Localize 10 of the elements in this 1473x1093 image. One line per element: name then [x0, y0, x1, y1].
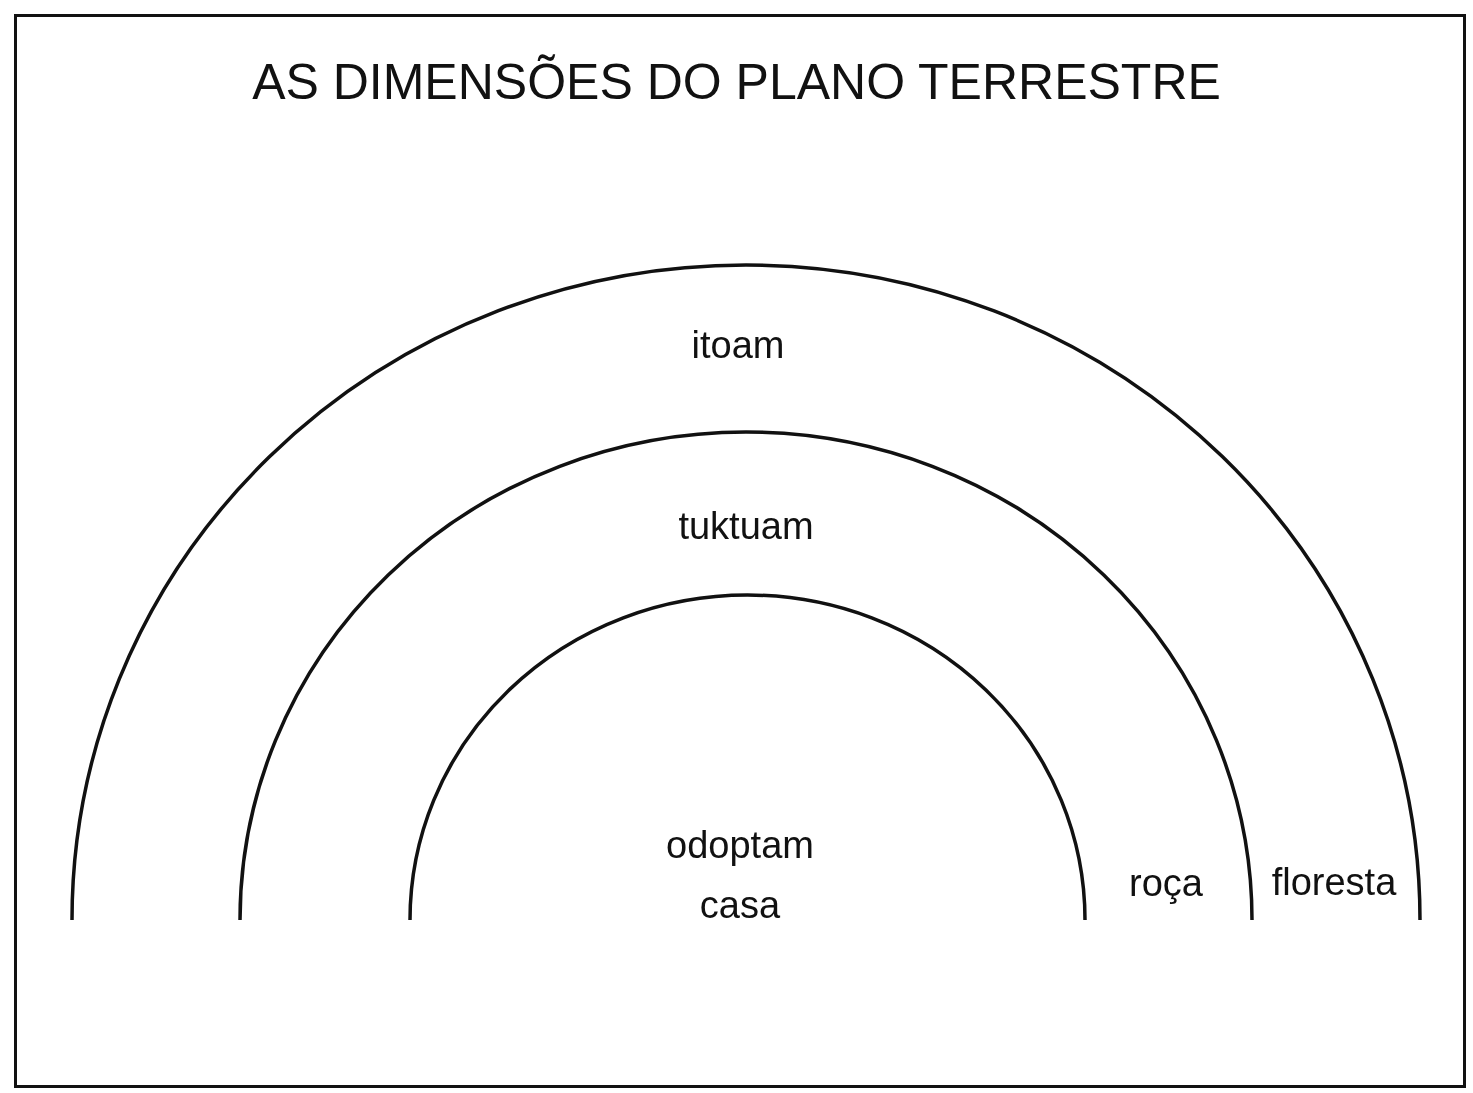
band-label: odoptam [666, 823, 814, 867]
semicircle-band [240, 432, 1252, 920]
title: AS DIMENSÕES DO PLANO TERRESTRE [251, 53, 1222, 112]
band-label: itoam [691, 323, 785, 367]
semicircle-band [410, 595, 1085, 920]
band-label: floresta [1271, 860, 1397, 904]
semicircle-band [72, 265, 1420, 920]
band-label: tuktuam [678, 504, 814, 548]
band-label: roça [1129, 861, 1203, 905]
band-label: casa [699, 883, 781, 927]
